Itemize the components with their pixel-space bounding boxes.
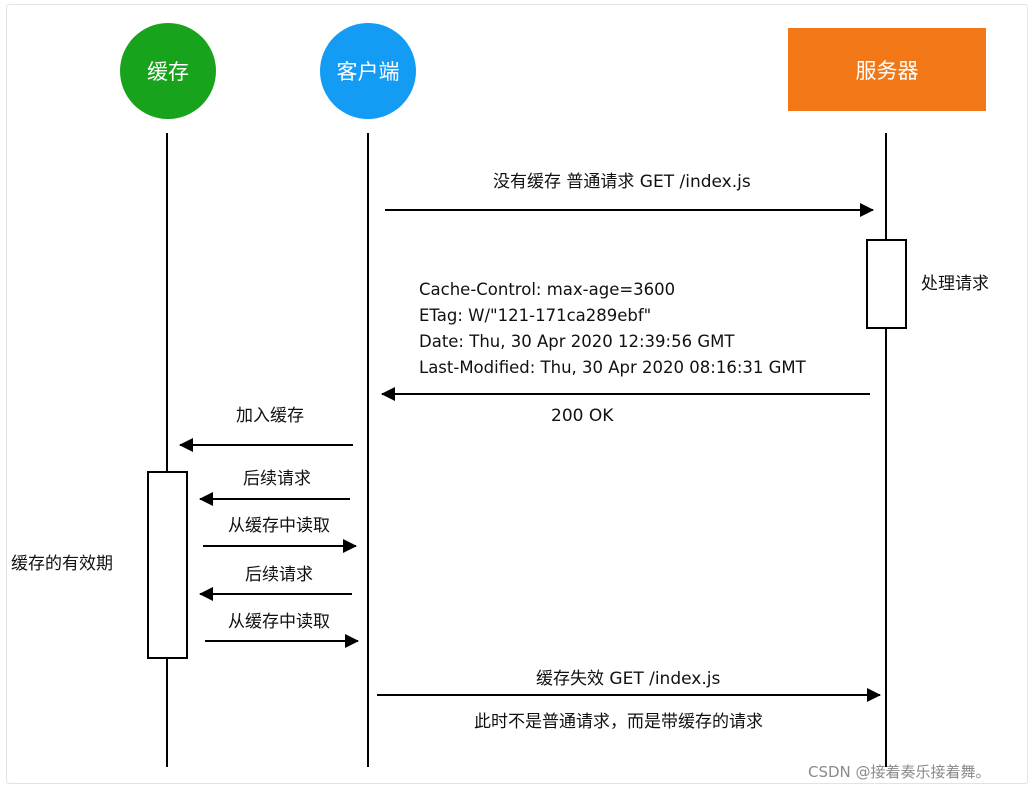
label-status: 200 OK xyxy=(551,406,614,426)
cache-activation-box xyxy=(147,471,188,659)
actor-cache-label: 缓存 xyxy=(147,60,189,84)
actor-server-label: 服务器 xyxy=(855,58,919,83)
label-subsequent-request-1: 后续请求 xyxy=(243,469,311,489)
watermark: CSDN @接着奏乐接着舞。 xyxy=(808,763,991,781)
label-cache-validity: 缓存的有效期 xyxy=(11,554,113,574)
label-read-from-cache-2: 从缓存中读取 xyxy=(228,612,330,632)
label-cache-expired-note: 此时不是普通请求，而是带缓存的请求 xyxy=(474,712,763,732)
label-process-request: 处理请求 xyxy=(921,274,989,294)
lifeline-client xyxy=(367,133,369,767)
lifeline-server xyxy=(885,133,887,767)
label-cache-expired: 缓存失效 GET /index.js xyxy=(536,669,721,689)
actor-client: 客户端 xyxy=(320,23,416,119)
label-read-from-cache-1: 从缓存中读取 xyxy=(228,516,330,536)
label-subsequent-request-2: 后续请求 xyxy=(245,565,313,585)
response-header-cache-control: Cache-Control: max-age=3600 xyxy=(419,280,676,299)
response-header-etag: ETag: W/"121-171ca289ebf" xyxy=(419,306,652,325)
label-initial-request: 没有缓存 普通请求 GET /index.js xyxy=(493,172,751,192)
response-header-date: Date: Thu, 30 Apr 2020 12:39:56 GMT xyxy=(419,332,735,351)
diagram-frame xyxy=(6,4,1028,784)
label-add-to-cache: 加入缓存 xyxy=(236,406,304,426)
actor-client-label: 客户端 xyxy=(336,60,400,84)
actor-server: 服务器 xyxy=(788,28,986,111)
actor-cache: 缓存 xyxy=(120,23,216,119)
lifeline-cache xyxy=(166,133,168,767)
server-activation-box xyxy=(866,239,907,329)
response-header-last-modified: Last-Modified: Thu, 30 Apr 2020 08:16:31… xyxy=(419,358,806,377)
